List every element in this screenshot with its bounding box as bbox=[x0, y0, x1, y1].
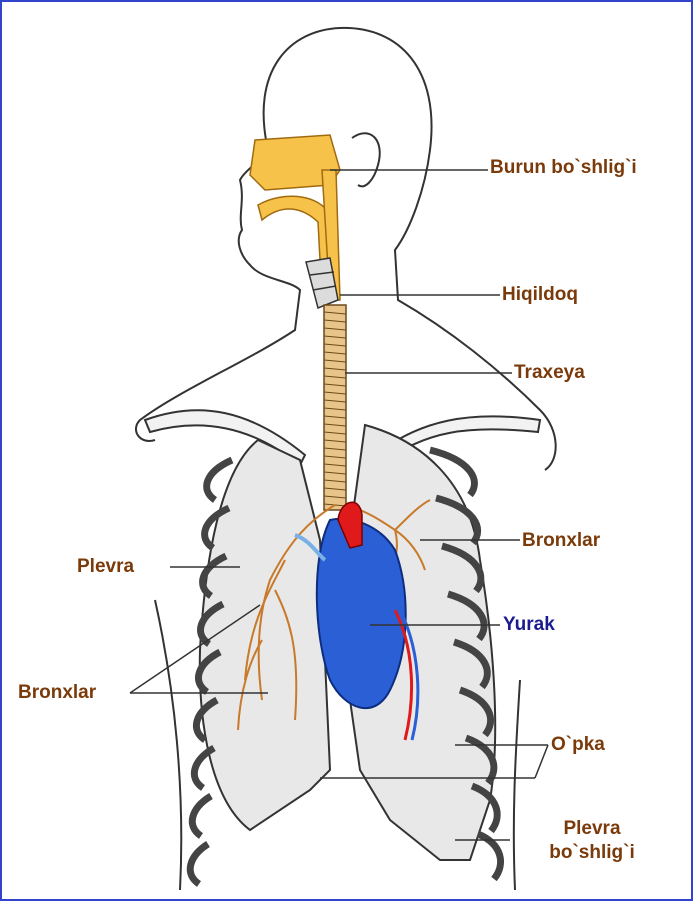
trachea bbox=[324, 305, 346, 510]
right-lung bbox=[200, 440, 330, 830]
label-nasal-cavity: Burun bo`shlig`i bbox=[490, 158, 637, 177]
rib-right bbox=[190, 844, 208, 884]
label-pleural-cavity-line1: Plevra bbox=[512, 817, 672, 841]
rib-right bbox=[192, 796, 211, 836]
label-pleural-cavity-line2: bo`shlig`i bbox=[512, 841, 672, 865]
label-heart: Yurak bbox=[503, 615, 555, 634]
label-lung: O`pka bbox=[551, 735, 605, 754]
label-trachea: Traxeya bbox=[514, 363, 585, 382]
label-bronchi-right: Bronxlar bbox=[522, 531, 600, 550]
label-bronchi-left: Bronxlar bbox=[18, 683, 96, 702]
label-pleural-cavity: Plevra bo`shlig`i bbox=[512, 817, 672, 865]
label-pleura: Plevra bbox=[77, 557, 134, 576]
label-larynx: Hiqildoq bbox=[502, 285, 578, 304]
